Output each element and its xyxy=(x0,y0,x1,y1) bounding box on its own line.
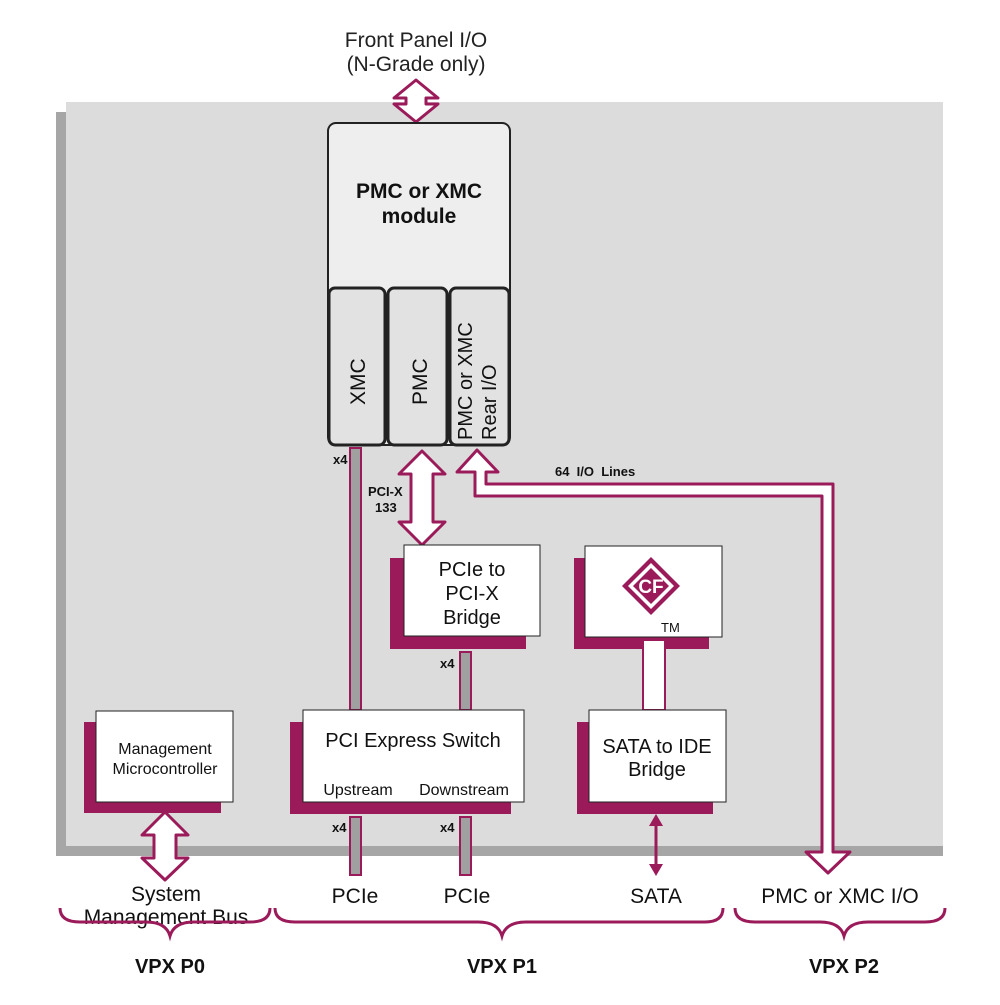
xmc-slot: XMC xyxy=(327,286,387,447)
svg-text:Bridge: Bridge xyxy=(628,759,686,781)
svg-text:Bridge: Bridge xyxy=(443,607,501,629)
vpx-p1-label: VPX P1 xyxy=(467,956,537,978)
downstream-pcie-bus xyxy=(459,816,472,876)
pcie-upstream-label: PCIe xyxy=(332,885,379,908)
xmc-pcie-bus xyxy=(349,447,362,711)
downstream-port-label: Downstream xyxy=(419,782,509,799)
svg-text:PMC: PMC xyxy=(409,358,432,405)
svg-text:Microcontroller: Microcontroller xyxy=(113,761,219,778)
svg-text:CF: CF xyxy=(638,577,663,598)
compactflash-slot: CF TM xyxy=(574,545,723,649)
rear-io-slot: PMC or XMC Rear I/O xyxy=(448,286,511,447)
cf-ide-link xyxy=(642,639,666,711)
pcix-speed-label: 133 xyxy=(375,500,397,515)
io-lines-route xyxy=(455,448,852,875)
pmc-io-label: PMC or XMC I/O xyxy=(761,885,919,908)
svg-text:PCI Express Switch: PCI Express Switch xyxy=(325,730,501,752)
pmc-slot: PMC xyxy=(386,286,449,447)
svg-text:SATA to IDE: SATA to IDE xyxy=(602,736,711,758)
upstream-width-label: x4 xyxy=(332,820,347,835)
upstream-port-label: Upstream xyxy=(323,782,392,799)
sata-to-ide-bridge: SATA to IDE Bridge xyxy=(577,709,727,814)
smb-label: System xyxy=(131,883,201,906)
pcie-downstream-label: PCIe xyxy=(444,885,491,908)
p0-brace xyxy=(58,907,272,942)
io-lines-label: 64 I/O Lines xyxy=(555,464,635,479)
bridge-width-label: x4 xyxy=(440,656,455,671)
pcix-label: PCI-X xyxy=(368,484,403,499)
bridge-switch-bus xyxy=(459,651,472,711)
upstream-pcie-bus xyxy=(349,816,362,876)
sata-label: SATA xyxy=(630,885,682,908)
vpx-p2-label: VPX P2 xyxy=(809,956,879,978)
svg-text:PCIe to: PCIe to xyxy=(439,559,506,581)
management-microcontroller: Management Microcontroller xyxy=(84,710,234,813)
sata-arrow xyxy=(649,814,663,876)
front-panel-sublabel: (N-Grade only) xyxy=(347,53,486,76)
pci-express-switch: PCI Express Switch Upstream Downstream xyxy=(290,709,525,814)
downstream-width-label: x4 xyxy=(440,820,455,835)
xmc-width-label: x4 xyxy=(333,452,348,467)
compactflash-icon: CF xyxy=(622,557,680,615)
svg-text:Management: Management xyxy=(118,741,212,758)
module-title-line2: module xyxy=(382,205,457,228)
module-title-line1: PMC or XMC xyxy=(356,180,482,203)
front-panel-label: Front Panel I/O xyxy=(345,29,487,52)
svg-text:PCI-X: PCI-X xyxy=(445,583,498,605)
svg-text:Rear I/O: Rear I/O xyxy=(479,364,501,440)
svg-text:PMC or XMC: PMC or XMC xyxy=(455,322,477,440)
smb-sublabel: Management Bus xyxy=(84,906,249,929)
p2-brace xyxy=(733,907,947,942)
smb-arrow xyxy=(140,810,190,882)
vpx-p0-label: VPX P0 xyxy=(135,956,205,978)
pmc-xmc-module: PMC or XMC module XMC PMC PMC or XMC Rea… xyxy=(327,122,511,447)
compactflash-tm: TM xyxy=(661,620,680,635)
svg-text:XMC: XMC xyxy=(347,358,370,405)
pcie-to-pcix-bridge: PCIe to PCI-X Bridge xyxy=(390,544,541,649)
p1-brace xyxy=(273,907,725,942)
